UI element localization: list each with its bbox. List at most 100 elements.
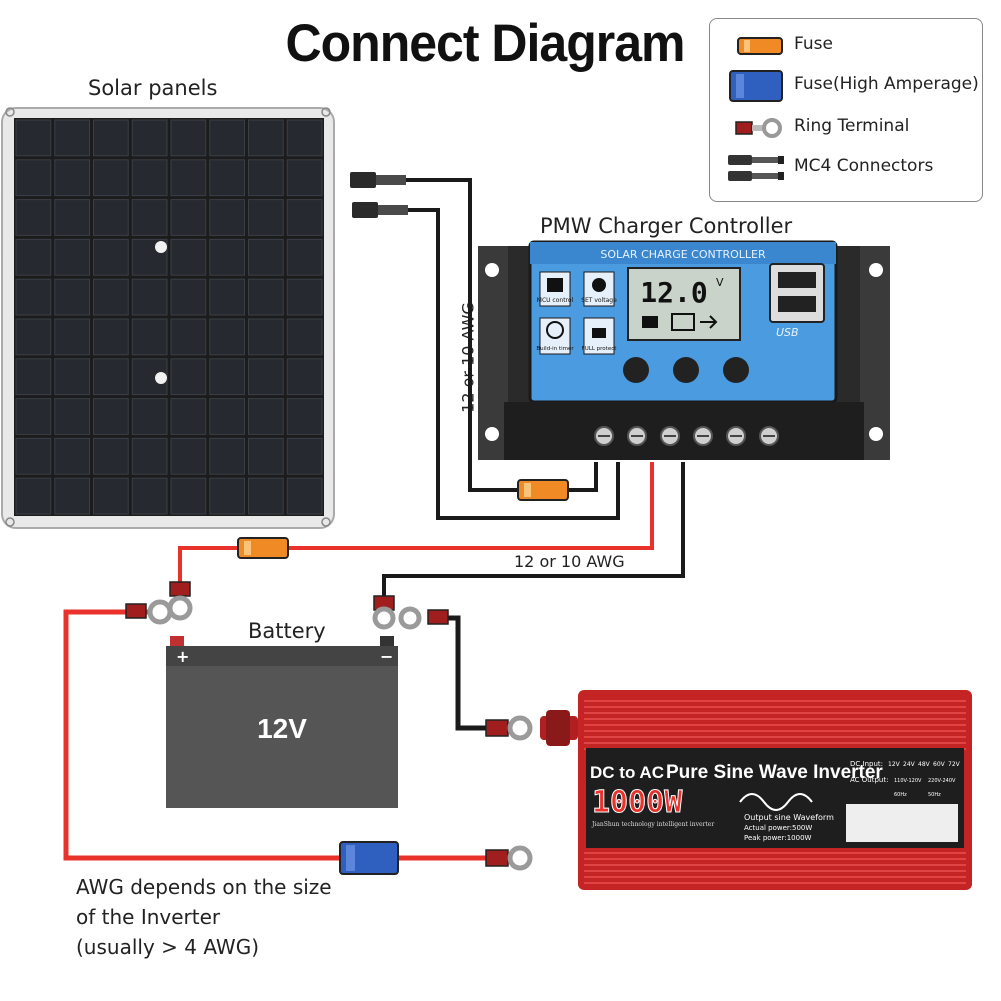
solar-cell: [170, 159, 207, 197]
solar-cell: [15, 159, 52, 197]
solar-panels-label: Solar panels: [88, 76, 218, 100]
solar-cell: [15, 437, 52, 475]
inverter-fin: [584, 742, 966, 744]
legend-item-ring-terminal: Ring Terminal: [710, 111, 982, 145]
note-line: AWG depends on the size: [76, 875, 332, 899]
legend-item-fuse: Fuse: [710, 29, 982, 63]
inverter-option: 72V: [948, 761, 961, 768]
legend-label: MC4 Connectors: [794, 156, 934, 176]
timer-label: Build-in timer: [536, 346, 574, 352]
inverter-option: 50Hz: [928, 792, 941, 798]
solar-panel: [1, 107, 335, 529]
solar-cell: [54, 199, 90, 236]
ac-output-label: AC Output:: [850, 776, 888, 784]
ring-terminal: [485, 845, 533, 871]
inverter-option: 48V: [918, 761, 931, 768]
legend-box: Fuse Fuse(High Amperage) Ring Terminal M…: [709, 18, 983, 202]
actual-power: Actual power:500W: [744, 824, 812, 832]
solar-cell: [286, 159, 323, 197]
solar-cell: [131, 238, 168, 276]
controller-button[interactable]: [673, 357, 699, 383]
solar-cell: [93, 477, 129, 515]
inverter-fin: [584, 700, 966, 702]
solar-cell: [15, 477, 52, 515]
inverter-headline: DC to AC: [590, 763, 664, 782]
mc4-connector-icon: [728, 155, 784, 181]
solar-cell: [170, 318, 207, 356]
gear-icon: [592, 278, 606, 292]
solar-cell: [286, 278, 323, 316]
solar-cell: [170, 238, 207, 276]
solar-cell: [209, 477, 245, 515]
inverter-option: 60V: [933, 761, 946, 768]
warning-label: [846, 804, 958, 842]
solar-cell: [54, 159, 90, 197]
ring-terminal: [372, 595, 396, 630]
solar-cell: [54, 437, 90, 475]
solar-cell: [131, 159, 168, 197]
solar-cell: [248, 358, 284, 396]
charge-controller: SOLAR CHARGE CONTROLLER 12.0 V MCU contr…: [478, 240, 890, 460]
solar-cell: [131, 278, 168, 316]
inverter-headline-main: Pure Sine Wave Inverter: [666, 762, 883, 783]
inverter-option: 24V: [903, 761, 916, 768]
legend-label: Fuse: [794, 34, 833, 54]
solar-cell: [93, 199, 129, 236]
mc4-connectors: [350, 172, 408, 218]
controller-button[interactable]: [623, 357, 649, 383]
panel-fuse: [517, 479, 569, 501]
battery-plus: +: [176, 647, 189, 666]
solar-cell: [209, 437, 245, 475]
battery: + − 12V: [166, 636, 398, 808]
solar-cell: [15, 358, 52, 396]
ring-terminal: [485, 715, 533, 741]
inverter-fin: [584, 852, 966, 854]
ring-terminal-icon: [735, 118, 782, 138]
solar-cell: [93, 358, 129, 396]
solar-cell: [15, 199, 52, 236]
solar-cell: [54, 278, 90, 316]
solar-cell: [54, 358, 90, 396]
solar-cell: [170, 398, 207, 435]
solar-cell: [286, 477, 323, 515]
protect-label: FULL protect: [582, 346, 618, 352]
solar-cell: [131, 199, 168, 236]
solar-cell: [131, 119, 168, 157]
solar-cell: [248, 199, 284, 236]
controller-label: PMW Charger Controller: [540, 214, 793, 238]
solar-cell: [209, 398, 245, 435]
controller-button[interactable]: [723, 357, 749, 383]
solar-cell: [209, 119, 245, 157]
solar-cell: [209, 318, 245, 356]
high-amperage-fuse-icon: [729, 70, 783, 102]
solar-cell: [15, 398, 52, 435]
panel-wires: [405, 178, 620, 520]
solar-cell: [131, 318, 168, 356]
solar-cell: [248, 477, 284, 515]
peak-power: Peak power:1000W: [744, 834, 812, 842]
battery-wires: [63, 462, 685, 861]
legend-item-mc4: MC4 Connectors: [710, 151, 982, 185]
inverter: DC to AC Pure Sine Wave Inverter 1000W J…: [540, 690, 972, 890]
inverter-fin: [584, 718, 966, 720]
solar-cell: [248, 398, 284, 435]
inverter-option: 12V: [888, 761, 901, 768]
solar-cell: [170, 119, 207, 157]
solar-cell: [170, 358, 207, 396]
fuse-icon: [737, 37, 783, 55]
solar-cell: [93, 238, 129, 276]
inverter-power: 1000W: [592, 785, 683, 820]
inverter-fin: [584, 706, 966, 708]
solar-cell: [93, 398, 129, 435]
ring-terminal: [125, 599, 173, 625]
solar-cell: [209, 238, 245, 276]
solar-cell: [131, 477, 168, 515]
wire-size-note: AWG depends on the size of the Inverter …: [76, 872, 332, 962]
solar-cell: [54, 398, 90, 435]
mcu-label: MCU control: [537, 297, 574, 304]
solar-cell: [286, 398, 323, 435]
ring-terminal: [167, 581, 193, 621]
solar-cell: [15, 119, 52, 157]
diagram-title: Connect Diagram: [285, 13, 686, 73]
controller-unit: V: [716, 276, 724, 289]
